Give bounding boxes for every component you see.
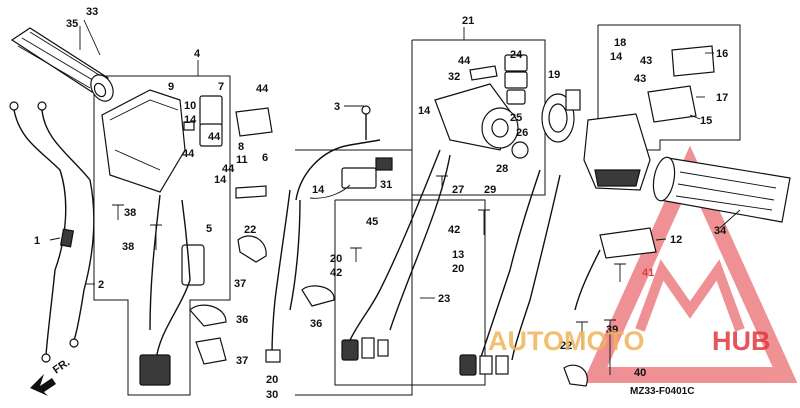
group-box-right-switch-21 <box>411 39 546 196</box>
callout-25: 25 <box>510 112 522 124</box>
right-switch-assembly <box>459 45 715 376</box>
switch-31 <box>309 157 393 199</box>
callout-14c: 14 <box>312 184 325 196</box>
callout-40: 40 <box>634 367 646 379</box>
callout-22b: 22 <box>560 340 572 352</box>
watermark-automoto: AUTOMOTO <box>488 326 645 356</box>
callout-37b: 37 <box>236 355 248 367</box>
callout-5: 5 <box>206 223 212 235</box>
callout-38b: 38 <box>122 241 134 253</box>
callout-2: 2 <box>98 279 104 291</box>
callout-43b: 43 <box>634 73 646 85</box>
leader-lines <box>49 19 741 299</box>
left-switch-housing <box>101 89 273 386</box>
right-switch-housing <box>434 54 529 159</box>
callout-21: 21 <box>462 15 474 27</box>
callout-22a: 22 <box>244 224 256 236</box>
clutch-cables <box>9 101 95 363</box>
callout-36b: 36 <box>310 318 322 330</box>
direction-label: FR. <box>51 356 72 376</box>
callout-32: 32 <box>448 71 460 83</box>
callout-23: 23 <box>438 293 450 305</box>
callout-36a: 36 <box>236 314 248 326</box>
callout-labels: 33 35 1 2 38 38 4 9 7 44 10 14 8 44 11 4… <box>34 6 728 401</box>
callout-20b: 20 <box>266 374 278 386</box>
callout-17: 17 <box>716 92 728 104</box>
callout-33: 33 <box>86 6 98 18</box>
callout-38a: 38 <box>124 207 136 219</box>
callout-1: 1 <box>34 235 40 247</box>
callout-34: 34 <box>714 225 727 237</box>
callout-42a: 42 <box>330 267 342 279</box>
callout-45: 45 <box>366 216 378 228</box>
callout-10: 10 <box>184 100 196 112</box>
callout-29: 29 <box>484 184 496 196</box>
callout-26: 26 <box>516 127 528 139</box>
group-box-left-switch <box>93 75 231 396</box>
callout-14b: 14 <box>214 174 227 186</box>
callout-16: 16 <box>716 48 728 60</box>
callout-39: 39 <box>606 324 618 336</box>
left-grip <box>10 27 114 102</box>
callout-30: 30 <box>266 389 278 401</box>
callout-44a: 44 <box>256 83 269 95</box>
callout-42b: 42 <box>448 224 460 236</box>
callout-41: 41 <box>642 267 654 279</box>
bolts <box>112 175 626 375</box>
callout-20c: 20 <box>452 263 464 275</box>
watermark-text: AUTOMOTO HUB <box>488 326 771 356</box>
callout-3: 3 <box>334 101 340 113</box>
callout-28: 28 <box>496 163 508 175</box>
callout-9: 9 <box>168 81 174 93</box>
clamp-36-center <box>301 285 335 307</box>
callout-6: 6 <box>262 152 268 164</box>
callout-44b: 44 <box>182 148 195 160</box>
watermark-logo-triangle <box>582 145 798 383</box>
lower-right-wiring <box>341 149 451 361</box>
callout-14e: 14 <box>610 51 623 63</box>
callout-18: 18 <box>614 37 626 49</box>
watermark-hub: HUB <box>712 326 771 356</box>
callout-24: 24 <box>510 49 523 61</box>
callout-20a: 20 <box>330 253 342 265</box>
callout-27: 27 <box>452 184 464 196</box>
callout-4: 4 <box>194 48 201 60</box>
clamps-left <box>189 185 267 365</box>
callout-12: 12 <box>670 234 682 246</box>
diagram-code: MZ33-F0401C <box>630 386 694 397</box>
callout-35: 35 <box>66 18 78 30</box>
callout-11: 11 <box>236 154 248 166</box>
callout-14a: 14 <box>184 114 197 126</box>
callout-44e: 44 <box>208 131 221 143</box>
callout-37a: 37 <box>234 278 246 290</box>
callout-15: 15 <box>700 115 712 127</box>
callout-31: 31 <box>380 179 392 191</box>
clamp-22-right <box>563 364 588 387</box>
callout-44c: 44 <box>222 163 235 175</box>
callout-7: 7 <box>218 81 224 93</box>
right-grip <box>652 156 791 223</box>
callout-19: 19 <box>548 69 560 81</box>
callout-14d: 14 <box>418 105 431 117</box>
callout-8: 8 <box>238 141 244 153</box>
callout-13: 13 <box>452 249 464 261</box>
throttle-cables <box>265 105 381 363</box>
callout-44d: 44 <box>458 55 471 67</box>
front-direction-arrow: FR. <box>30 356 72 396</box>
callout-43a: 43 <box>640 55 652 67</box>
ring-19 <box>541 89 581 143</box>
group-box-23 <box>334 199 486 386</box>
